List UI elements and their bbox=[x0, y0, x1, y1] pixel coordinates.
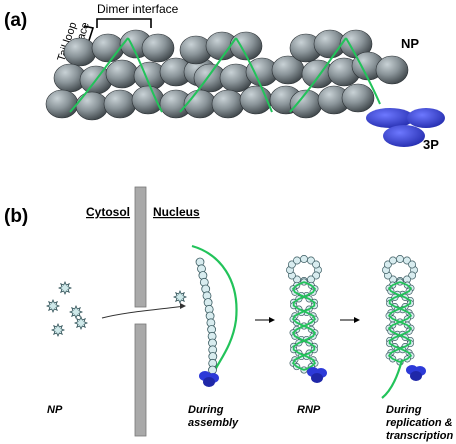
np-monomer bbox=[57, 280, 73, 296]
nuclear-membrane-upper bbox=[134, 186, 147, 308]
process-arrowhead-2 bbox=[354, 317, 360, 323]
panel-a-label: (a) bbox=[4, 10, 27, 31]
assembly-polymerase bbox=[199, 371, 219, 387]
caption-replication-1: During bbox=[386, 404, 422, 416]
panel-b-label: (b) bbox=[4, 206, 28, 227]
np-bead bbox=[408, 271, 417, 280]
np-monomers bbox=[45, 280, 188, 338]
np-subunit bbox=[375, 55, 409, 85]
caption-np: NP bbox=[47, 404, 63, 416]
np-subunit bbox=[211, 89, 245, 119]
rna-strand bbox=[387, 281, 413, 363]
np-bead bbox=[307, 256, 315, 265]
import-arrowhead bbox=[180, 303, 186, 309]
np-bead bbox=[408, 260, 417, 269]
replication-rna-tail bbox=[381, 359, 404, 399]
np-label-a: NP bbox=[401, 36, 419, 51]
rna-strand-helix bbox=[69, 37, 381, 113]
np-monomer bbox=[172, 289, 188, 305]
np-bead bbox=[287, 260, 296, 269]
np-subunit bbox=[105, 59, 139, 89]
dimer-interface-bracket bbox=[96, 18, 152, 28]
np-oligomer bbox=[45, 29, 409, 121]
np-subunit bbox=[341, 83, 375, 113]
np-bead bbox=[389, 256, 397, 265]
import-arrow bbox=[101, 305, 186, 319]
caption-replication-2: replication & bbox=[386, 417, 453, 429]
rnp-helix bbox=[286, 255, 322, 374]
rnp-polymerase bbox=[307, 367, 327, 383]
np-subunit bbox=[63, 37, 97, 67]
np-subunit bbox=[103, 89, 137, 119]
caption-replication-3: transcription bbox=[386, 430, 454, 442]
dimer-interface-label: Dimer interface bbox=[97, 2, 179, 16]
np-bead bbox=[383, 260, 392, 269]
np-subunit bbox=[75, 91, 109, 121]
np-bead bbox=[293, 256, 301, 265]
caption-assembly-1: During bbox=[188, 404, 224, 416]
polymerase-3p bbox=[366, 108, 445, 147]
np-subunit bbox=[131, 85, 165, 115]
np-monomer bbox=[68, 304, 84, 320]
np-subunit bbox=[183, 89, 217, 119]
caption-assembly-2: assembly bbox=[188, 417, 239, 429]
np-bead bbox=[403, 256, 411, 265]
process-arrowhead-1 bbox=[269, 317, 275, 323]
np-bead bbox=[312, 271, 321, 280]
np-subunit bbox=[141, 33, 175, 63]
np-bead bbox=[396, 255, 404, 263]
np-bead bbox=[300, 255, 308, 263]
caption-rnp: RNP bbox=[297, 404, 321, 416]
cytosol-label: Cytosol bbox=[86, 205, 130, 219]
np-bead bbox=[312, 260, 321, 269]
np-subunit bbox=[45, 89, 79, 119]
replication-helix bbox=[382, 255, 418, 366]
np-bead bbox=[208, 365, 217, 375]
np-monomer bbox=[73, 315, 89, 331]
nucleus-label: Nucleus bbox=[153, 205, 200, 219]
assembly-rna-strand bbox=[191, 244, 238, 379]
polymerase-label: 3P bbox=[423, 137, 439, 152]
np-monomer bbox=[45, 298, 61, 314]
assembly-np-chain bbox=[195, 257, 218, 375]
nuclear-membrane-lower bbox=[134, 323, 147, 437]
replication-polymerase bbox=[406, 365, 426, 381]
rna-strand bbox=[291, 281, 317, 371]
np-monomer bbox=[50, 322, 66, 338]
